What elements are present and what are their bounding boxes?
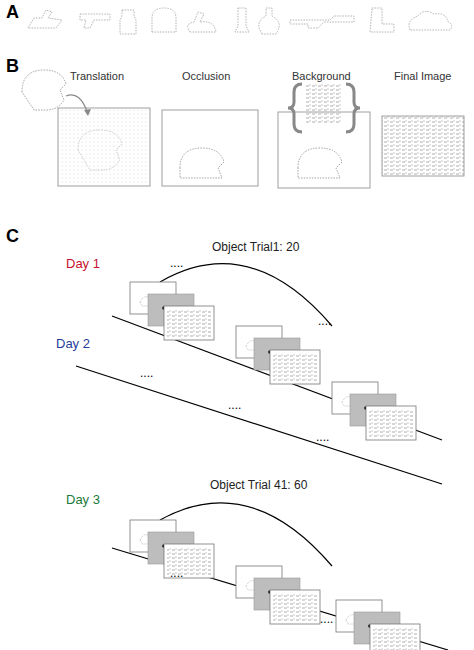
ellipsis: .... (316, 430, 329, 444)
day-label: Day 2 (56, 336, 90, 351)
process-illustration (22, 70, 464, 188)
step-label: Translation (70, 70, 124, 83)
trial-range: Object Trial1: 20 (212, 240, 299, 254)
ellipsis: .... (228, 398, 241, 412)
object-outlines (28, 8, 452, 34)
ellipsis: .... (170, 256, 183, 270)
timeline (76, 264, 448, 650)
step-label: Final Image (394, 70, 451, 83)
step-label: Occlusion (182, 70, 230, 83)
panel-letter: A (6, 2, 19, 22)
day-label: Day 1 (66, 256, 100, 271)
day-label: Day 3 (66, 492, 100, 507)
ellipsis: .... (170, 566, 183, 580)
ellipsis: .... (140, 366, 153, 380)
ellipsis: .... (320, 612, 333, 626)
panel-letter: C (6, 226, 19, 246)
panel-letter: B (6, 56, 19, 76)
ellipsis: .... (318, 314, 331, 328)
step-label: Background (292, 70, 351, 83)
trial-cards (130, 282, 420, 650)
trial-range: Object Trial 41: 60 (210, 478, 307, 492)
